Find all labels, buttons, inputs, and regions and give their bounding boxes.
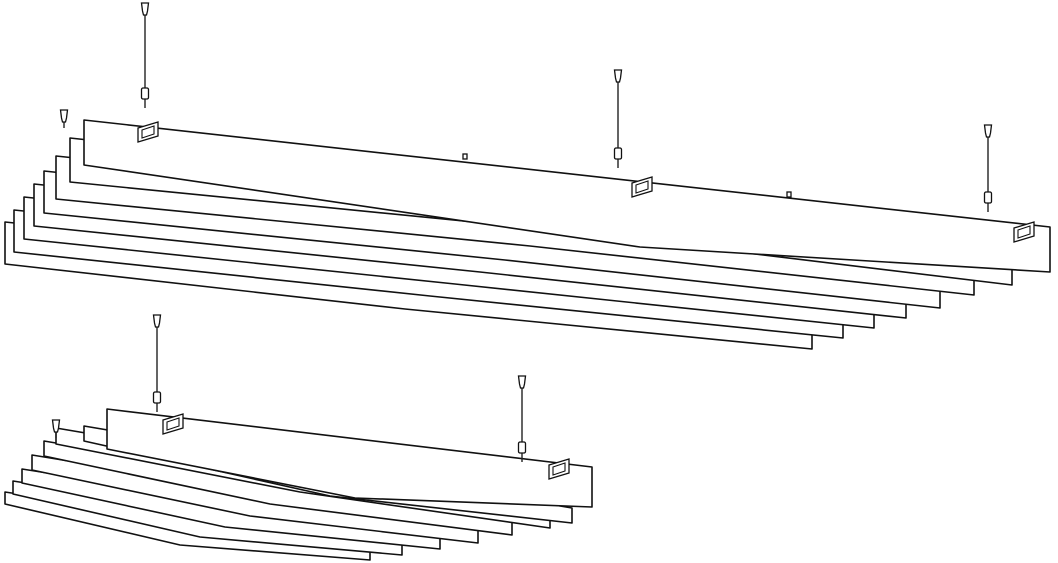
mounting-bracket-slot — [635, 180, 649, 194]
cable-clip-icon — [517, 441, 527, 454]
large-baffle-assembly — [4, 2, 1051, 350]
top-stud-icon — [786, 191, 792, 198]
mounting-bracket-icon — [1013, 221, 1035, 243]
top-stud-icon — [462, 153, 468, 160]
mounting-bracket-slot — [166, 417, 180, 431]
mounting-bracket-icon — [631, 176, 653, 198]
cable-clip-icon — [152, 391, 162, 404]
mounting-bracket-slot — [141, 125, 155, 139]
ceiling-anchor-icon — [59, 109, 69, 123]
cable-clip-icon — [983, 191, 993, 204]
mounting-bracket-slot — [1017, 225, 1031, 239]
large-top-blade — [83, 119, 1051, 273]
ceiling-anchor-icon — [152, 314, 162, 328]
ceiling-anchor-icon — [140, 2, 150, 16]
mounting-bracket-slot — [552, 462, 566, 476]
ceiling-anchor-icon — [983, 124, 993, 138]
cable-clip-icon — [140, 87, 150, 100]
ceiling-anchor-icon — [613, 69, 623, 83]
ceiling-anchor-icon — [517, 375, 527, 389]
cable-clip-icon — [613, 147, 623, 160]
ceiling-anchor-icon — [51, 419, 61, 433]
mounting-bracket-icon — [548, 458, 570, 480]
small-top-blade — [106, 408, 593, 508]
mounting-bracket-icon — [137, 121, 159, 143]
mounting-bracket-icon — [162, 413, 184, 435]
small-baffle-assembly — [4, 314, 593, 561]
